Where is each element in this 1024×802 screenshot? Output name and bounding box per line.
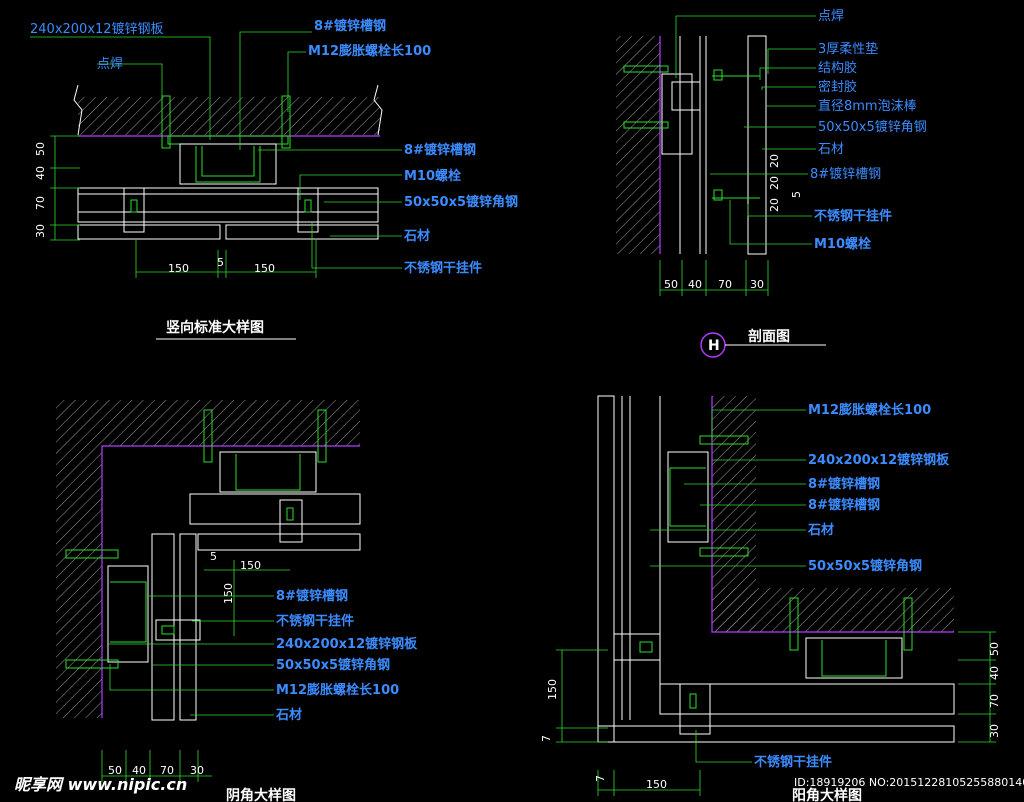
label-anchor-bolt: M12膨胀螺栓长100 [308,43,431,59]
label-steel-plate: 240x200x12镀锌钢板 [808,452,950,468]
label-angle-steel: 50x50x5镀锌角钢 [808,558,922,574]
anchor-bolt [161,95,171,149]
dim-label: 30 [34,224,47,238]
dim-label: 70 [988,694,1001,708]
label-channel: 8#镀锌槽钢 [404,142,476,158]
label-sealant: 密封胶 [818,79,857,95]
dim-label: 20 [768,198,781,212]
stone-panel [225,224,379,240]
dim-label: 30 [190,764,204,777]
dim-label: 30 [750,278,764,291]
dim-label: 7 [540,735,553,742]
label-spot-weld: 点焊 [818,8,844,24]
label-channel: 8#镀锌槽钢 [810,166,881,182]
dim-label: 40 [988,666,1001,680]
label-pad: 3厚柔性垫 [818,41,878,57]
stone-panel [597,725,955,743]
label-stone: 石材 [403,228,430,244]
anchor-bolt [281,95,291,149]
label-stone: 石材 [818,142,844,157]
dim-label: 50 [664,278,678,291]
wall-face-line [711,396,954,633]
stone-panel [747,35,767,255]
angle-steel [77,187,379,223]
label-anchor-bolt: M12膨胀螺栓长100 [808,402,931,418]
detail-outside-corner: 50 40 70 30 150 7 7 150 M12膨胀螺栓长100 240x… [540,395,1001,802]
detail-inside-corner: 50 40 70 30 150 150 5 8#镀锌槽钢 不锈钢干挂件 240x… [56,400,418,802]
dim-label: 20 [768,176,781,190]
label-steel-plate: 240x200x12镀锌钢板 [276,636,418,652]
dim-label: 40 [132,764,146,777]
dim-label: 20 [768,154,781,168]
steel-channel [179,143,277,185]
dim-label: 50 [988,642,1001,656]
dim-label: 70 [160,764,174,777]
dim-label: 5 [217,256,224,269]
watermark-id: ID:18919206 NO:20151228105255880140 [794,776,1024,789]
detail-title: 剖面图 [748,328,790,345]
label-channel: 8#镀锌槽钢 [808,497,880,513]
dim-label: 150 [168,262,189,275]
label-channel: 8#镀锌槽钢 [808,476,880,492]
section-marker-label: H [708,338,720,354]
concrete-wall [78,97,380,135]
watermark-logo: 昵享网 www.nipic.cn [14,775,187,794]
label-hanger: 不锈钢干挂件 [276,613,354,629]
label-m10-bolt: M10螺栓 [404,168,461,184]
detail-section: 50 40 70 30 20 20 5 20 点焊 3厚柔性垫 结构胶 密封胶 … [616,8,927,358]
detail-title: 阳角大样图 [792,787,862,802]
dim-label: 40 [688,278,702,291]
label-structural-glue: 结构胶 [818,60,857,76]
label-channel: 8#镀锌槽钢 [314,18,386,34]
concrete-wall [616,36,660,254]
label-foam-rod: 直径8mm泡沫棒 [818,99,917,114]
dim-label: 7 [594,775,607,782]
label-angle-steel: 50x50x5镀锌角钢 [818,119,927,135]
dim-label: 150 [222,583,235,604]
label-angle-steel: 50x50x5镀锌角钢 [276,657,390,673]
dim-label: 50 [108,764,122,777]
label-hanger: 不锈钢干挂件 [814,208,892,224]
dim-label: 150 [646,778,667,791]
dim-label: 70 [34,196,47,210]
dim-label: 5 [790,191,803,198]
label-anchor-bolt: M12膨胀螺栓长100 [276,682,399,698]
detail-title: 竖向标准大样图 [166,319,264,336]
steel-plate [167,135,289,145]
dim-label: 30 [988,724,1001,738]
dim-label: 150 [240,559,261,572]
detail-title: 阴角大样图 [226,787,296,802]
dim-label: 40 [34,166,47,180]
dim-label: 150 [546,679,559,700]
label-channel: 8#镀锌槽钢 [276,588,348,604]
detail-vertical-standard: 50 40 70 30 150 5 150 240x200x12镀锌钢板 点焊 … [30,18,518,340]
wall-face-line [101,445,360,718]
label-hanger: 不锈钢干挂件 [754,754,832,770]
stone-panel [597,395,615,743]
dim-label: 150 [254,262,275,275]
label-m10-bolt: M10螺栓 [814,236,871,252]
dim-label: 5 [210,550,217,563]
dim-label: 50 [34,142,47,156]
stone-panel [77,224,221,240]
label-angle-steel: 50x50x5镀锌角钢 [404,194,518,210]
label-spot-weld: 点焊 [97,56,123,72]
label-stone: 石材 [275,707,302,723]
label-steel-plate: 240x200x12镀锌钢板 [30,21,164,37]
dim-label: 70 [718,278,732,291]
label-hanger: 不锈钢干挂件 [404,260,482,276]
label-stone: 石材 [807,522,834,538]
